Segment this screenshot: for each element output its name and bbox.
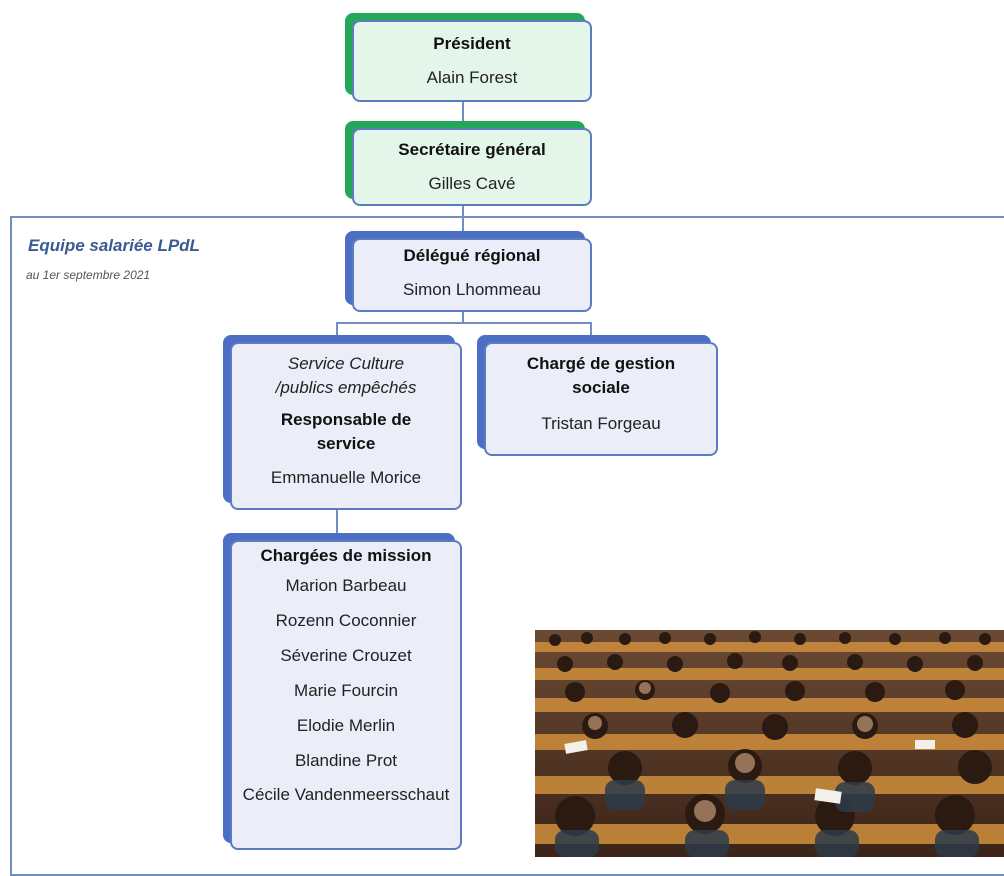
list-item: Marie Fourcin [294,681,398,700]
service-name-line2: /publics empêchés [275,378,417,397]
social-name: Tristan Forgeau [541,414,661,433]
service-person: Emmanuelle Morice [270,468,422,487]
delegate-name: Simon Lhommeau [403,280,541,299]
delegate-box: Délégué régional Simon Lhommeau [352,238,592,312]
social-role: Chargé de gestion sociale [526,354,676,397]
team-date: au 1er septembre 2021 [26,268,151,282]
audience-photo [535,630,1004,857]
team-title: Equipe salariée LPdL [28,236,200,255]
missions-role: Chargées de mission [260,546,432,565]
list-item: Marion Barbeau [285,576,407,595]
list-item: Elodie Merlin [296,716,396,735]
connector-delegate-branch [462,310,464,322]
secretary-box: Secrétaire général Gilles Cavé [352,128,592,206]
audience-photo-illustration [535,630,1004,857]
social-box: Chargé de gestion sociale Tristan Forgea… [484,342,718,456]
president-name: Alain Forest [426,68,518,87]
service-culture-box: Service Culture /publics empêchés Respon… [230,342,462,510]
list-item: Cécile Vandenmeersschaut [242,785,450,804]
service-role: Responsable de service [280,410,412,453]
service-name-line1: Service Culture [287,354,405,373]
list-item: Blandine Prot [294,751,398,770]
connector-branch-left [336,322,338,342]
secretary-name: Gilles Cavé [428,174,516,193]
connector-secretary-delegate [462,204,464,238]
missions-box: Chargées de mission Marion Barbeau Rozen… [230,540,462,850]
president-box: Président Alain Forest [352,20,592,102]
president-role: Président [433,34,511,53]
list-item: Séverine Crouzet [280,646,412,665]
delegate-role: Délégué régional [403,246,541,265]
secretary-role: Secrétaire général [398,140,546,159]
connector-president-secretary [462,100,464,128]
connector-branch-horizontal [336,322,592,324]
missions-list: Marion Barbeau Rozenn Coconnier Séverine… [238,568,454,806]
connector-service-missions [336,510,338,542]
connector-branch-right [590,322,592,344]
list-item: Rozenn Coconnier [275,611,417,630]
